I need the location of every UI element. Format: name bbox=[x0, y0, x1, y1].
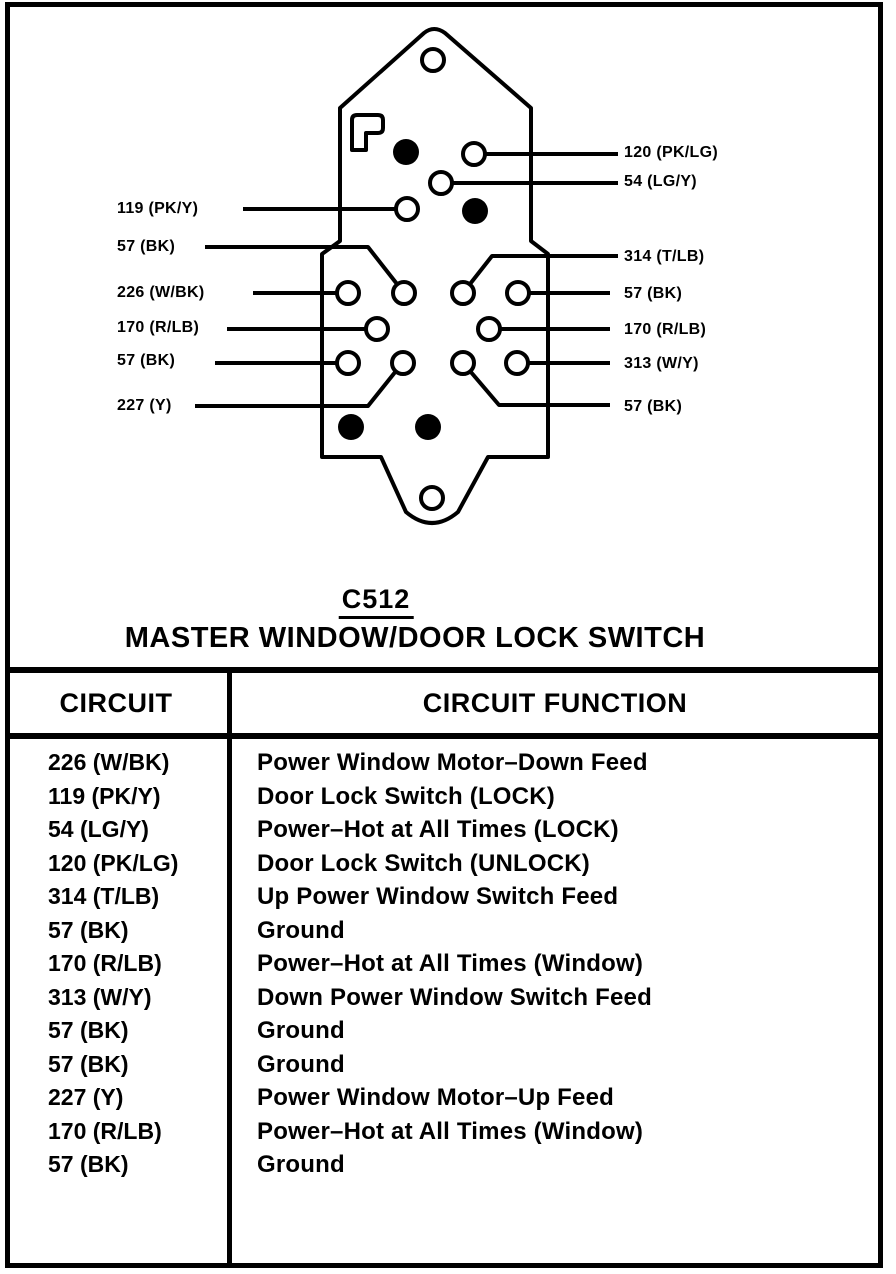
circuit-function-cell: Power–Hot at All Times (LOCK) bbox=[257, 816, 619, 843]
table-row: 57 (BK) Ground bbox=[0, 1148, 896, 1182]
table-row: 54 (LG/Y) Power–Hot at All Times (LOCK) bbox=[0, 813, 896, 847]
circuit-function-cell: Power Window Motor–Up Feed bbox=[257, 1084, 614, 1111]
circuit-function-cell: Ground bbox=[257, 1050, 345, 1078]
circuit-cell: 119 (PK/Y) bbox=[48, 782, 161, 809]
table-row: 226 (W/BK) Power Window Motor–Down Feed bbox=[0, 746, 896, 780]
pin-57-upper-right bbox=[505, 280, 531, 306]
pin-119 bbox=[394, 196, 420, 222]
pin-label: 119 (PK/Y) bbox=[117, 200, 199, 217]
pin-227 bbox=[390, 350, 416, 376]
pin-314 bbox=[450, 280, 476, 306]
circuit-cell: 314 (T/LB) bbox=[48, 883, 160, 909]
table-row: 120 (PK/LG) Door Lock Switch (UNLOCK) bbox=[0, 847, 896, 881]
pin-label: 313 (W/Y) bbox=[624, 355, 699, 372]
circuit-function-cell: Up Power Window Switch Feed bbox=[257, 883, 619, 910]
circuit-cell: 57 (BK) bbox=[48, 1017, 129, 1043]
circuit-cell: 226 (W/BK) bbox=[48, 749, 170, 775]
pin-313 bbox=[504, 350, 530, 376]
circuit-function-cell: Ground bbox=[257, 916, 345, 944]
circuit-cell: 227 (Y) bbox=[48, 1084, 124, 1110]
pin-226 bbox=[335, 280, 361, 306]
table-row: 57 (BK) Ground bbox=[0, 1014, 896, 1048]
pin-plugged bbox=[462, 198, 488, 224]
column-header-circuit-function: CIRCUIT FUNCTION bbox=[422, 688, 688, 718]
mounting-hole-top bbox=[420, 47, 446, 73]
leader-227 bbox=[195, 369, 398, 408]
pin-120 bbox=[461, 141, 487, 167]
pin-170-left bbox=[364, 316, 390, 342]
circuit-cell: 120 (PK/LG) bbox=[48, 849, 179, 876]
circuit-function-cell: Door Lock Switch (UNLOCK) bbox=[257, 849, 590, 877]
pin-54 bbox=[428, 170, 454, 196]
connector-outline bbox=[320, 27, 550, 525]
circuit-cell: 54 (LG/Y) bbox=[48, 816, 149, 842]
mounting-hole-bottom bbox=[419, 485, 445, 511]
pin-label: 57 (BK) bbox=[624, 285, 683, 302]
table-header-border bbox=[5, 733, 883, 739]
pin-57-lower-left bbox=[335, 350, 361, 376]
circuit-cell: 57 (BK) bbox=[48, 916, 129, 943]
pin-label: 314 (T/LB) bbox=[624, 248, 705, 265]
leader-57-upper-left bbox=[205, 245, 399, 286]
leader-314 bbox=[468, 254, 618, 286]
pin-plugged bbox=[415, 414, 441, 440]
table-column-divider bbox=[227, 667, 232, 1265]
pin-label: 227 (Y) bbox=[117, 397, 172, 414]
pin-label: 226 (W/BK) bbox=[117, 284, 205, 301]
table-row: 57 (BK) Ground bbox=[0, 914, 896, 948]
pin-label: 57 (BK) bbox=[117, 238, 176, 255]
pin-57-lower-right bbox=[450, 350, 476, 376]
table-row: 119 (PK/Y) Door Lock Switch (LOCK) bbox=[0, 780, 896, 814]
circuit-function-cell: Ground bbox=[257, 1151, 345, 1178]
connector-diagram bbox=[195, 27, 618, 525]
table-row: 170 (R/LB) Power–Hot at All Times (Window… bbox=[0, 1115, 896, 1149]
circuit-function-cell: Door Lock Switch (LOCK) bbox=[257, 782, 555, 810]
circuit-cell: 170 (R/LB) bbox=[48, 1117, 162, 1144]
circuit-function-cell: Power–Hot at All Times (Window) bbox=[257, 1117, 644, 1145]
pin-label: 170 (R/LB) bbox=[117, 319, 200, 336]
circuit-cell: 57 (BK) bbox=[48, 1151, 129, 1177]
circuit-cell: 57 (BK) bbox=[48, 1050, 129, 1077]
pin-label: 57 (BK) bbox=[117, 352, 176, 369]
pin-label: 54 (LG/Y) bbox=[624, 173, 697, 190]
table-top-border bbox=[5, 667, 883, 673]
pin-label: 57 (BK) bbox=[624, 398, 683, 415]
pin-plugged bbox=[338, 414, 364, 440]
circuit-cell: 170 (R/LB) bbox=[48, 950, 162, 976]
page-border-frame bbox=[5, 2, 883, 1268]
connector-title: MASTER WINDOW/DOOR LOCK SWITCH bbox=[124, 622, 706, 654]
table-row: 313 (W/Y) Down Power Window Switch Feed bbox=[0, 981, 896, 1015]
connector-id: C512 bbox=[338, 584, 414, 619]
circuit-function-cell: Ground bbox=[257, 1017, 345, 1044]
keyway-icon bbox=[350, 113, 385, 152]
pin-170-right bbox=[476, 316, 502, 342]
table-row: 57 (BK) Ground bbox=[0, 1048, 896, 1082]
leader-57-lower-right bbox=[468, 369, 610, 407]
pin-plugged bbox=[393, 139, 419, 165]
pin-57-upper-left bbox=[391, 280, 417, 306]
circuit-function-cell: Down Power Window Switch Feed bbox=[257, 983, 652, 1011]
circuit-function-cell: Power–Hot at All Times (Window) bbox=[257, 950, 644, 977]
table-row: 170 (R/LB) Power–Hot at All Times (Window… bbox=[0, 947, 896, 981]
circuit-cell: 313 (W/Y) bbox=[48, 983, 152, 1010]
circuit-function-cell: Power Window Motor–Down Feed bbox=[257, 749, 648, 776]
pin-label: 170 (R/LB) bbox=[624, 321, 707, 338]
column-header-circuit: CIRCUIT bbox=[59, 688, 173, 718]
pin-label: 120 (PK/LG) bbox=[624, 144, 718, 161]
table-row: 227 (Y) Power Window Motor–Up Feed bbox=[0, 1081, 896, 1115]
table-row: 314 (T/LB) Up Power Window Switch Feed bbox=[0, 880, 896, 914]
circuit-table-rows: 226 (W/BK) Power Window Motor–Down Feed 11… bbox=[0, 746, 896, 1182]
